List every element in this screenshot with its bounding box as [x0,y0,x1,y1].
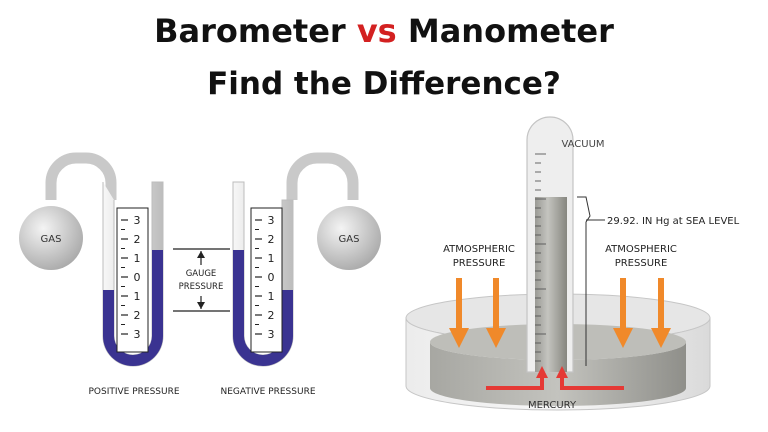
atm-right-label-2: PRESSURE [615,258,668,269]
fluid-left [103,250,163,366]
title-vs: vs [356,12,397,50]
manometer-negative: GAS 3 2 1 0 1 2 3 NEGATIVE PRESSURE [220,152,381,397]
mercury-arrow-right [556,366,624,390]
scale-left-tick-label: 0 [134,271,141,284]
barometer-scale [535,153,546,362]
gas-label-right: GAS [339,234,360,245]
positive-pressure-caption: POSITIVE PRESSURE [88,387,179,397]
page-title: Barometer vs Manometer [0,12,768,50]
manometer-positive: GAS 3 2 1 0 1 2 3 POSITIVE PRESSURE [19,152,180,397]
mercury-arrow-left [486,366,548,390]
scale-left-tick-label: 1 [134,290,141,303]
sea-level-brace [577,196,591,366]
fluid-right [233,250,293,366]
atm-left-label-2: PRESSURE [453,258,506,269]
scale-left-tick-label: 2 [134,233,141,246]
atm-right-label-1: ATMOSPHERIC [605,244,677,255]
scale-right-tick-label: 0 [268,271,275,284]
title-manometer: Manometer [407,12,614,50]
gas-label-left: GAS [41,234,62,245]
gauge-label-1: GAUGE [186,269,217,279]
scale-right-tick-label: 2 [268,309,275,322]
gas-hose-left [45,152,117,200]
gas-hose-right [286,152,359,200]
scale-right-ticks: 3 2 1 0 1 2 3 [255,214,275,341]
page-subtitle: Find the Difference? [207,66,561,102]
negative-pressure-caption: NEGATIVE PRESSURE [220,387,315,397]
mercury-column [535,197,567,372]
gauge-label-2: PRESSURE [179,282,224,292]
sea-level-label: 29.92. IN Hg at SEA LEVEL [607,216,740,227]
barometer: 29.92. IN Hg at SEA LEVEL VACUUM ATMOSPH… [405,116,740,411]
atm-arrow-4 [651,278,671,348]
scale-right-tick-label: 3 [268,328,275,341]
title-barometer: Barometer [154,12,346,50]
gas-bulb-left [19,206,83,270]
scale-right [250,207,283,353]
scale-left-tick-label: 1 [134,252,141,265]
atm-left-label-1: ATMOSPHERIC [443,244,515,255]
atm-arrow-3 [613,278,633,348]
vacuum-label: VACUUM [561,139,604,150]
scale-left-tick-label: 3 [134,328,141,341]
scale-right-tick-label: 1 [268,252,275,265]
scale-right-tick-label: 1 [268,290,275,303]
scale-left-tick-label: 3 [134,214,141,227]
atm-arrow-1 [449,278,469,348]
scale-left-ticks: 3 2 1 0 1 2 3 [121,214,141,341]
mercury-label: MERCURY [528,400,577,411]
scale-left-tick-label: 2 [134,309,141,322]
atm-arrow-2 [486,278,506,348]
scale-left [116,207,149,353]
gauge-pressure-indicator: GAUGE PRESSURE [173,248,230,312]
scale-right-tick-label: 3 [268,214,275,227]
scale-right-tick-label: 2 [268,233,275,246]
gas-bulb-right [317,206,381,270]
